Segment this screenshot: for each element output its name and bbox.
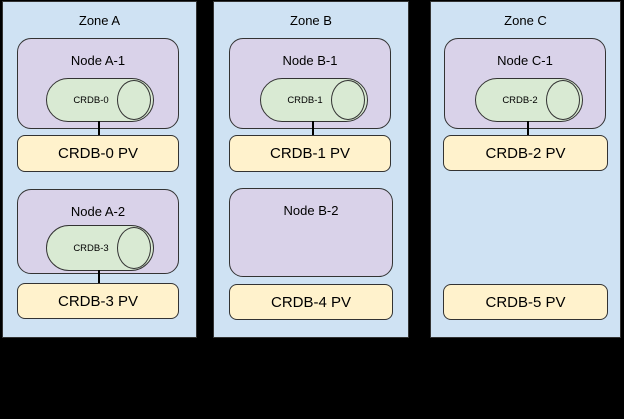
pv-crdb-0-label: CRDB-0 PV: [57, 145, 139, 162]
node-b1-label: Node B-1: [282, 53, 338, 68]
pod-crdb-3-label: CRDB-3: [73, 242, 109, 254]
pv-crdb-2-box: CRDB-2 PV: [443, 135, 608, 171]
pv-crdb-4-label: CRDB-4 PV: [270, 293, 352, 311]
pv-crdb-1-box: CRDB-1 PV: [229, 135, 391, 172]
pv-crdb-0-box: CRDB-0 PV: [17, 135, 179, 172]
pod-crdb-2-label: CRDB-2: [502, 94, 538, 106]
pod-crdb-0-cylinder: CRDB-0: [46, 78, 154, 122]
cylinder-cap-icon: [117, 227, 151, 269]
pv-crdb-4-box: CRDB-4 PV: [229, 284, 393, 320]
node-a2-label: Node A-2: [70, 204, 126, 219]
connector-line-crdb1: [312, 121, 314, 135]
pv-crdb-1-label: CRDB-1 PV: [269, 145, 351, 162]
cylinder-cap-icon: [117, 80, 151, 120]
zone-a-container: Zone A Node A-1 CRDB-0 CRDB-0 PV Node A-…: [2, 1, 197, 338]
pod-crdb-1-cylinder: CRDB-1: [260, 78, 368, 122]
pod-crdb-3-cylinder: CRDB-3: [46, 225, 154, 271]
zone-a-label: Zone A: [78, 13, 121, 28]
cylinder-cap-icon: [546, 80, 580, 120]
connector-line-crdb3: [98, 270, 100, 283]
pv-crdb-3-label: CRDB-3 PV: [57, 292, 139, 310]
node-b2-box: Node B-2: [229, 188, 393, 277]
pv-crdb-2-label: CRDB-2 PV: [485, 144, 566, 162]
connector-line-crdb2: [527, 121, 529, 135]
connector-line-crdb0: [98, 121, 100, 135]
cylinder-cap-icon: [331, 80, 365, 120]
pv-crdb-5-box: CRDB-5 PV: [443, 284, 608, 320]
zone-c-label: Zone C: [504, 13, 547, 28]
node-a1-label: Node A-1: [70, 53, 126, 68]
node-b1-box: Node B-1 CRDB-1: [229, 38, 391, 129]
pod-crdb-0-label: CRDB-0: [73, 94, 109, 106]
node-b2-label: Node B-2: [283, 203, 339, 218]
node-c1-box: Node C-1 CRDB-2: [444, 38, 606, 129]
pod-crdb-2-cylinder: CRDB-2: [475, 78, 583, 122]
zone-b-label: Zone B: [290, 13, 332, 28]
zone-c-container: Zone C Node C-1 CRDB-2 CRDB-2 PV CRDB-5 …: [430, 1, 621, 338]
pv-crdb-3-box: CRDB-3 PV: [17, 283, 179, 319]
pv-crdb-5-label: CRDB-5 PV: [485, 293, 566, 311]
zone-b-container: Zone B Node B-1 CRDB-1 CRDB-1 PV Node B-…: [213, 1, 409, 338]
node-c1-label: Node C-1: [497, 53, 553, 68]
pod-crdb-1-label: CRDB-1: [287, 94, 323, 106]
node-a2-box: Node A-2 CRDB-3: [17, 189, 179, 274]
node-a1-box: Node A-1 CRDB-0: [17, 38, 179, 129]
